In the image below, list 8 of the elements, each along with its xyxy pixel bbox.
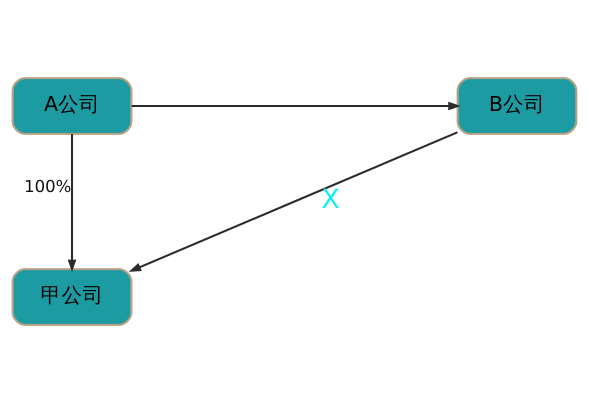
- node-box: B公司: [456, 76, 578, 134]
- edge-label: X: [321, 184, 340, 215]
- arrow: [128, 130, 458, 272]
- node-box: A公司: [12, 76, 132, 134]
- arrow: [68, 134, 76, 272]
- edge-label: 100%: [24, 176, 72, 196]
- arrow: [132, 101, 461, 110]
- node-box: 甲公司: [12, 268, 132, 326]
